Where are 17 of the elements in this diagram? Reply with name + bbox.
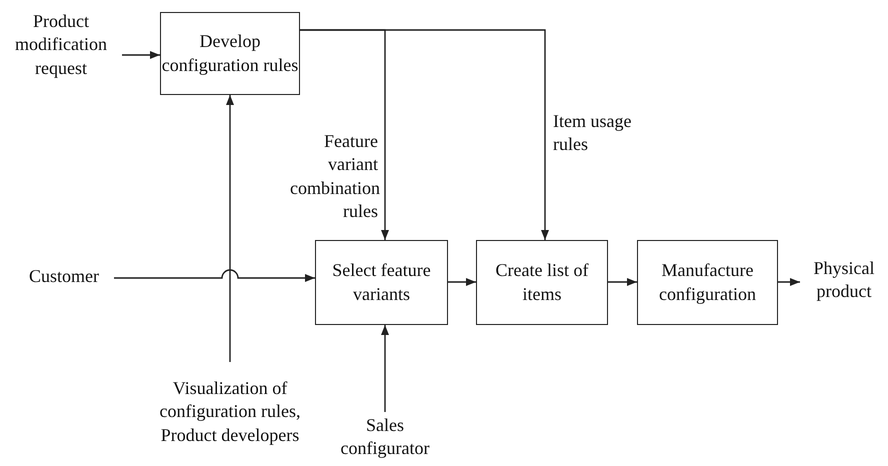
arrow xyxy=(114,269,315,282)
arrow xyxy=(608,278,637,286)
input-label: Product modification request xyxy=(0,4,122,86)
arrow xyxy=(226,95,234,362)
arrow xyxy=(448,278,476,286)
arrow xyxy=(300,29,549,240)
mechanism-label: Visualization of configuration rules, Product developers xyxy=(140,362,320,462)
process-box: Develop configuration rules xyxy=(160,12,300,95)
arrow xyxy=(122,51,160,59)
arrow xyxy=(381,325,389,412)
process-box: Manufacture configuration xyxy=(637,240,778,325)
output-label: Physical product xyxy=(800,252,888,308)
process-box: Create list of items xyxy=(476,240,608,325)
arrow xyxy=(778,278,800,286)
mechanism-label: Sales configurator xyxy=(330,412,440,462)
input-label: Customer xyxy=(14,262,114,292)
process-box: Select feature variants xyxy=(315,240,448,325)
